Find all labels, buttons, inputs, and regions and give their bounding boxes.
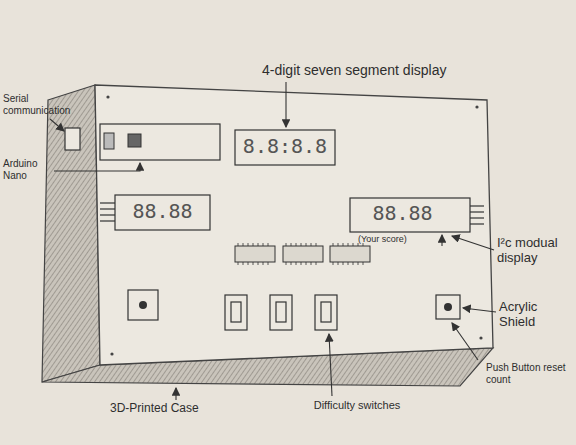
callout-label: (Your score) xyxy=(358,234,436,244)
display-digits: 8.8:8.8 xyxy=(237,135,333,158)
right-display xyxy=(350,198,470,232)
callout-label: Acrylic Shield xyxy=(499,300,573,330)
nano-chip xyxy=(128,134,141,147)
case-front-panel xyxy=(95,85,493,365)
callout-label: I²c modual display xyxy=(497,236,573,266)
left-button-cap xyxy=(139,301,147,309)
arduino-nano xyxy=(100,124,220,160)
callout-label: Difficulty switches xyxy=(312,399,402,412)
center-display xyxy=(235,130,335,165)
case-left-side xyxy=(42,85,100,382)
difficulty-switches xyxy=(225,295,337,330)
reset-button-cap xyxy=(444,303,452,311)
callout-label: 3D-Printed Case xyxy=(110,402,240,416)
left-display-pins xyxy=(100,203,115,221)
chips xyxy=(235,246,370,262)
usb-connector xyxy=(104,133,114,149)
serial-port xyxy=(65,128,80,150)
leader-arrows xyxy=(50,82,496,400)
display-digits: 88.88 xyxy=(117,200,208,223)
callout-label: 4-digit seven segment display xyxy=(262,62,477,78)
reset-button xyxy=(436,295,460,319)
chip-pins xyxy=(238,243,363,265)
callout-label: Arduino Nano xyxy=(3,158,53,181)
callout-label: Serial communication xyxy=(3,93,65,116)
callout-label: Push Button reset count xyxy=(486,362,570,385)
left-display xyxy=(115,195,210,230)
right-display-pins xyxy=(470,206,484,224)
display-digits: 88.88 xyxy=(355,202,450,225)
left-button xyxy=(128,290,158,320)
